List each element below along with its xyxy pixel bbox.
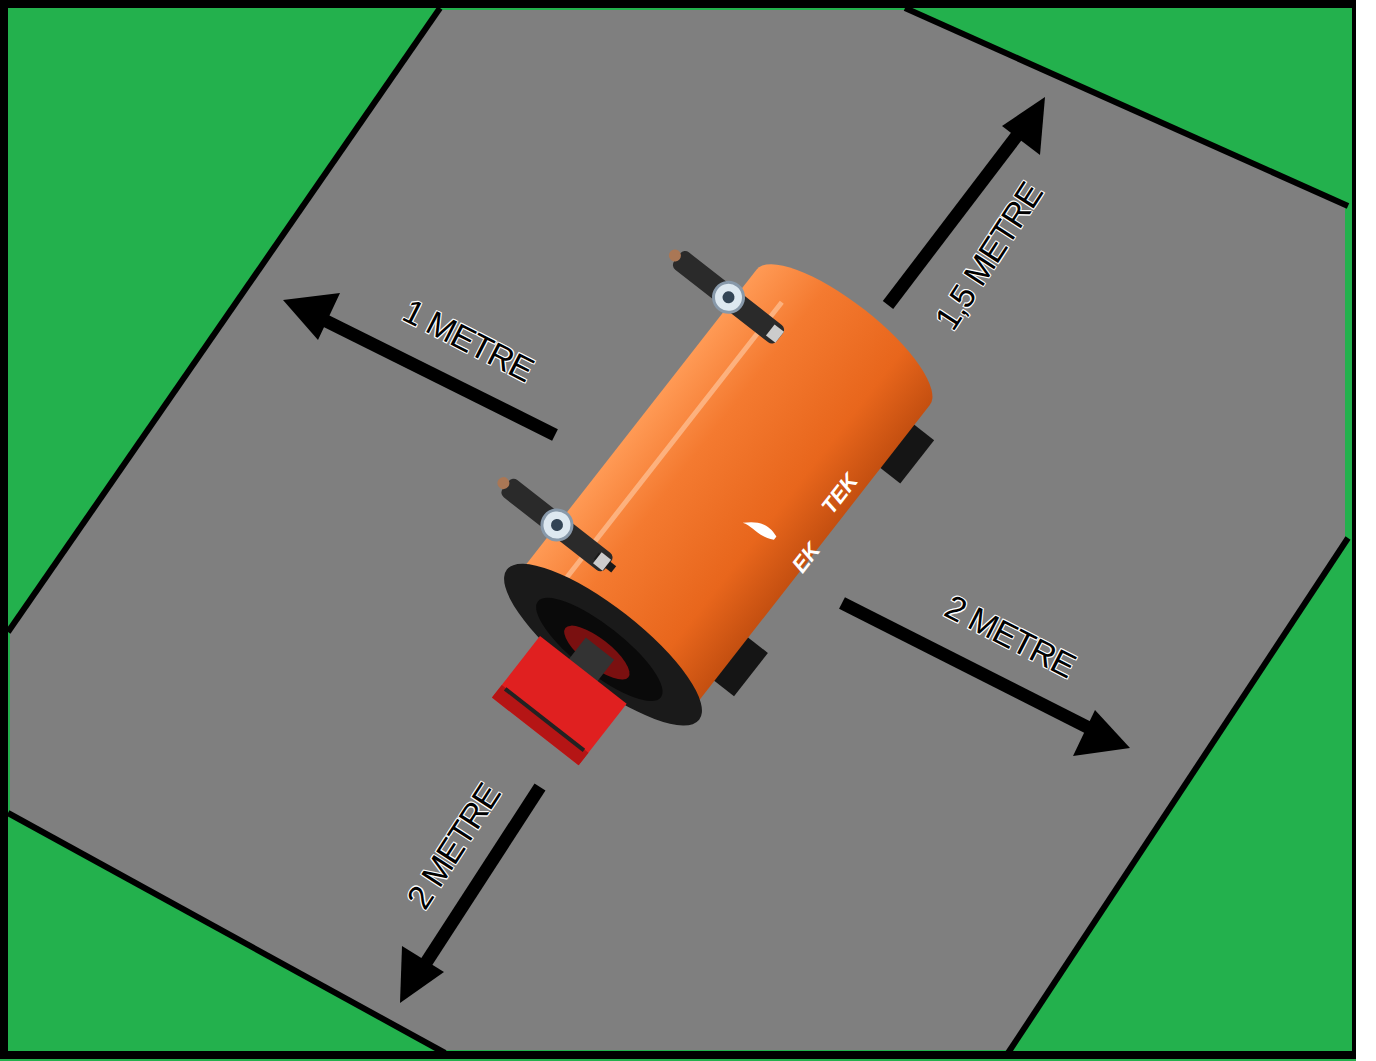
boiler-shell	[516, 242, 951, 712]
boiler	[386, 193, 971, 814]
pipe-manifold	[661, 240, 789, 349]
dimension-arrows	[283, 97, 1130, 1003]
floor-area	[10, 10, 1345, 1050]
pipe-manifold	[489, 468, 623, 582]
logo-flame	[743, 513, 778, 544]
outer-frame	[4, 4, 1356, 1055]
burner	[492, 615, 643, 765]
floor-edges	[8, 8, 1348, 1053]
margin	[1356, 0, 1376, 1061]
